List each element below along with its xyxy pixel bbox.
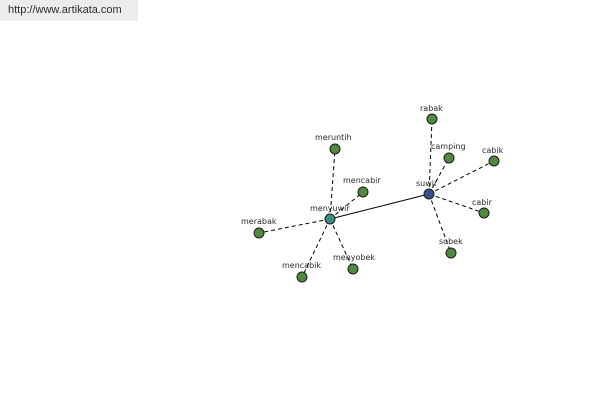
node-meruntih-circle[interactable] — [329, 143, 341, 155]
node-merabak[interactable]: merabak — [241, 217, 277, 239]
node-meruntih-label: meruntih — [315, 133, 352, 142]
edge-menyuwir-merabak — [258, 218, 331, 234]
node-menyuwir-circle[interactable] — [324, 213, 336, 225]
node-menyuwir-label: menyuwir — [310, 204, 350, 213]
node-camping-circle[interactable] — [443, 152, 455, 164]
site-url-link[interactable]: http://www.artikata.com — [8, 4, 122, 16]
node-mencabik-label: mencabik — [282, 261, 321, 270]
node-cabik-circle[interactable] — [488, 155, 500, 167]
edge-menyuwir-menyobek — [329, 218, 354, 270]
edge-suwir-cabir — [428, 193, 485, 214]
node-sobek-label: sobek — [439, 237, 463, 246]
node-cabir[interactable]: cabir — [472, 198, 493, 219]
node-mencabik-circle[interactable] — [296, 271, 308, 283]
node-meruntih[interactable]: meruntih — [315, 133, 352, 155]
node-menyobek-label: menyobek — [333, 253, 375, 262]
edge-suwir-sobek — [428, 193, 452, 254]
node-camping[interactable]: camping — [431, 142, 466, 164]
node-suwir[interactable]: suwir — [416, 179, 438, 200]
site-banner: http://www.artikata.com — [0, 0, 138, 21]
node-cabik[interactable]: cabik — [482, 146, 504, 167]
node-sobek-circle[interactable] — [445, 247, 457, 259]
node-sobek[interactable]: sobek — [439, 237, 463, 259]
edge-menyuwir-mencabik — [301, 218, 331, 278]
node-cabir-circle[interactable] — [478, 207, 490, 219]
node-merabak-circle[interactable] — [253, 227, 265, 239]
node-camping-label: camping — [431, 142, 466, 151]
node-cabik-label: cabik — [482, 146, 504, 155]
node-mencabir[interactable]: mencabir — [343, 176, 381, 198]
node-rabak-circle[interactable] — [426, 113, 438, 125]
node-merabak-label: merabak — [241, 217, 277, 226]
edge-suwir-camping — [428, 157, 450, 195]
node-rabak[interactable]: rabak — [420, 104, 443, 125]
edge-suwir-rabak — [428, 118, 433, 195]
edge-suwir-cabik — [428, 160, 495, 195]
node-menyobek-circle[interactable] — [347, 263, 359, 275]
edge-menyuwir-mencabir — [329, 191, 364, 220]
node-mencabik[interactable]: mencabik — [282, 261, 321, 283]
node-suwir-label: suwir — [416, 179, 438, 188]
nodes-layer: suwir menyuwir rabak camping cabik cabir sobek… — [241, 104, 504, 283]
node-cabir-label: cabir — [472, 198, 493, 207]
edge-suwir-menyuwir — [329, 193, 430, 220]
node-menyuwir[interactable]: menyuwir — [310, 204, 350, 225]
edge-menyuwir-meruntih — [329, 148, 336, 220]
node-suwir-circle[interactable] — [423, 188, 435, 200]
edges-layer — [258, 118, 495, 278]
node-mencabir-label: mencabir — [343, 176, 381, 185]
node-menyobek[interactable]: menyobek — [333, 253, 375, 275]
node-mencabir-circle[interactable] — [357, 186, 369, 198]
node-rabak-label: rabak — [420, 104, 443, 113]
